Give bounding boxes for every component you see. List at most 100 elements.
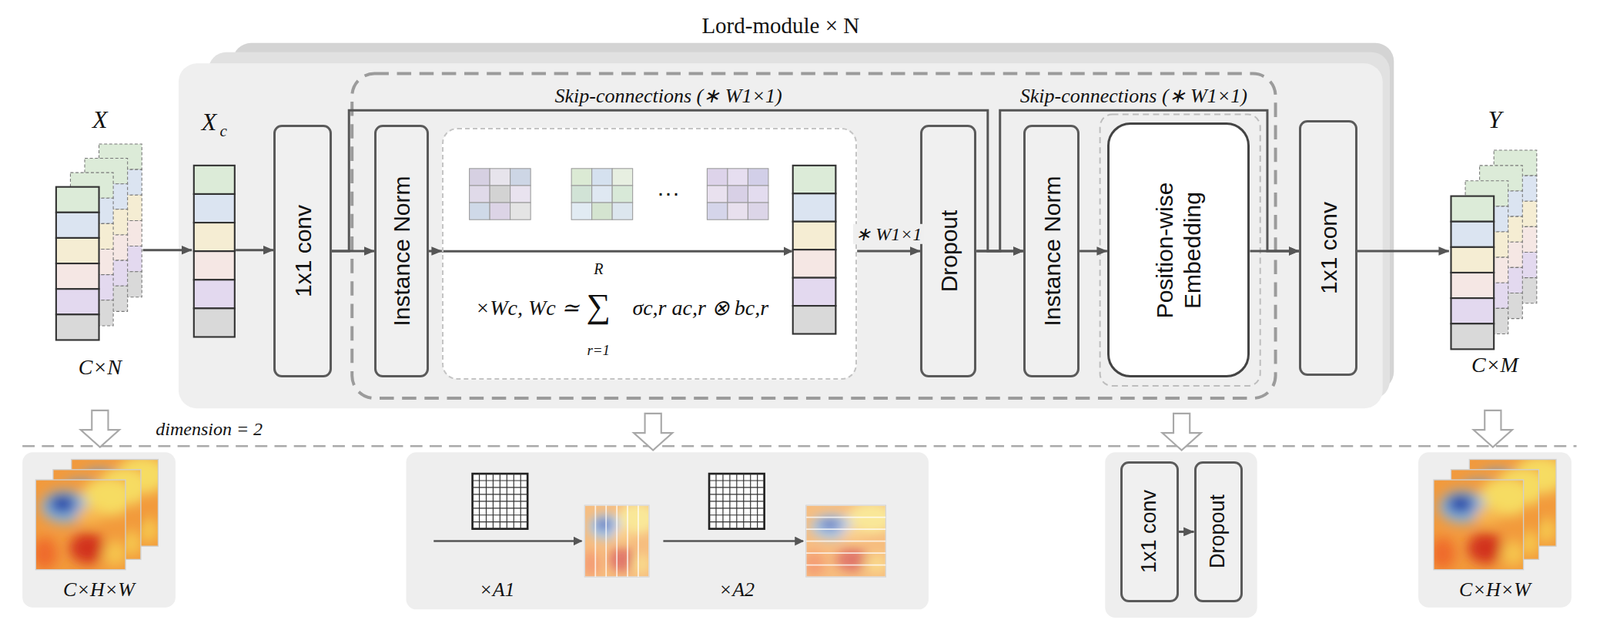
box-label: Position-wise Embedding bbox=[1151, 161, 1207, 339]
heatmap-border bbox=[1433, 479, 1524, 570]
node-label: X bbox=[92, 107, 108, 134]
flow-line bbox=[433, 539, 582, 543]
feature-column bbox=[194, 307, 235, 337]
box-label: 1x1 conv bbox=[289, 204, 315, 298]
feature-column bbox=[194, 165, 235, 195]
node-label: ×A2 bbox=[719, 579, 755, 602]
tensor-stack bbox=[56, 314, 100, 340]
dashed-group bbox=[351, 73, 1276, 399]
matrix-cell bbox=[612, 202, 633, 220]
flow-arrow bbox=[428, 250, 442, 253]
tensor-stack bbox=[1451, 323, 1495, 349]
matrix-line bbox=[743, 473, 744, 529]
node-label: C×H×W bbox=[63, 579, 135, 602]
box-label: 1x1 conv bbox=[1315, 201, 1341, 295]
tensor-stack bbox=[1451, 247, 1495, 273]
dropout-box: Dropout bbox=[920, 124, 977, 379]
wash bbox=[806, 505, 886, 577]
tensor-stack bbox=[1451, 196, 1495, 222]
formula-box: ×Wc, Wc ≃R∑r=1σc,r ac,r ⊗ bc,r bbox=[441, 127, 857, 380]
node-label: ×A1 bbox=[478, 579, 515, 602]
edge-label: Skip-connections (∗ W1×1) bbox=[1017, 85, 1250, 108]
matrix-cell bbox=[727, 202, 749, 220]
matrix-line bbox=[749, 473, 751, 529]
flow-line bbox=[662, 539, 804, 543]
heatmap bbox=[803, 502, 896, 576]
feature-column bbox=[793, 305, 837, 334]
node-label: X bbox=[201, 108, 218, 136]
norm-box: Instance Norm bbox=[374, 124, 429, 379]
field-panel: C×H×W bbox=[22, 451, 176, 607]
matrix-cell bbox=[510, 202, 532, 220]
matrix-cell bbox=[747, 185, 769, 203]
tensor-stack bbox=[1451, 272, 1495, 298]
feature-column bbox=[793, 221, 837, 250]
tensor-stack bbox=[1451, 297, 1495, 324]
node-label: C×H×W bbox=[1459, 579, 1531, 602]
matrix-line bbox=[472, 507, 529, 509]
box-label: Dropout bbox=[1207, 494, 1231, 569]
node-label: Y bbox=[1488, 107, 1503, 134]
matrix-line bbox=[472, 500, 529, 502]
detail-panel bbox=[22, 451, 176, 607]
matrix-cell bbox=[469, 168, 491, 186]
flow-line bbox=[441, 250, 793, 253]
matrix-cell bbox=[706, 185, 728, 203]
matrix-cell bbox=[612, 168, 633, 186]
matrix-cell bbox=[592, 185, 613, 203]
box-label: Instance Norm bbox=[388, 175, 415, 326]
detail-panel bbox=[405, 451, 929, 610]
hollow-arrow bbox=[633, 413, 673, 451]
matrix-cell bbox=[489, 168, 511, 186]
flow-arrow bbox=[856, 250, 921, 253]
matrix-line bbox=[709, 514, 765, 516]
hollow-arrow bbox=[1473, 410, 1513, 448]
edge-label: ∗ W1×1 bbox=[853, 224, 924, 245]
matrix bbox=[709, 473, 765, 529]
conv-box: 1x1 conv bbox=[273, 124, 332, 379]
feature-column bbox=[793, 277, 837, 306]
feature-column bbox=[194, 222, 235, 252]
matrix-cell bbox=[612, 185, 633, 203]
dimension-note: dimension = 2 bbox=[155, 418, 263, 439]
node-label: ×Wc, Wc ≃ bbox=[475, 295, 579, 320]
feature-vector: Xc bbox=[191, 163, 236, 337]
flow-arrow bbox=[1178, 530, 1195, 533]
node-label: ∑ bbox=[586, 287, 611, 325]
formula-ground bbox=[441, 127, 857, 380]
matrix-cell bbox=[727, 168, 749, 186]
feature-column bbox=[793, 165, 837, 194]
feature-column bbox=[194, 251, 235, 280]
heatmap-border bbox=[584, 505, 649, 577]
node-label: R bbox=[593, 260, 603, 278]
heatmap-border bbox=[806, 505, 886, 577]
output-tensor: YC×M bbox=[1449, 147, 1541, 349]
flow-arrow bbox=[235, 248, 274, 252]
box-label: Dropout bbox=[935, 210, 961, 293]
matrix-cell bbox=[747, 168, 769, 186]
node-label: C×N bbox=[78, 355, 122, 380]
heatmap bbox=[582, 502, 657, 576]
matrix-cell bbox=[489, 185, 511, 203]
matrix-cell bbox=[706, 168, 728, 186]
matrix-line bbox=[506, 473, 508, 529]
module-panel bbox=[178, 63, 1383, 409]
norm-box: Instance Norm bbox=[1023, 124, 1080, 379]
matrix-cell bbox=[469, 185, 491, 203]
node-label: C×M bbox=[1471, 353, 1519, 378]
matrix-cell bbox=[747, 202, 769, 220]
matrix-cell bbox=[592, 202, 613, 220]
wash bbox=[584, 505, 649, 577]
matrix-cell bbox=[510, 185, 532, 203]
matrix-cell bbox=[571, 202, 593, 220]
heatmap-border bbox=[35, 479, 126, 570]
dashed-group bbox=[1100, 114, 1261, 387]
matrix-cell bbox=[571, 168, 593, 186]
matrix-line bbox=[709, 521, 765, 523]
edge-label: Skip-connections (∗ W1×1) bbox=[552, 85, 784, 108]
product-panel: ×A1 ×A2 bbox=[405, 451, 929, 610]
matrix-line bbox=[520, 473, 522, 529]
matrix-cell bbox=[469, 202, 491, 220]
